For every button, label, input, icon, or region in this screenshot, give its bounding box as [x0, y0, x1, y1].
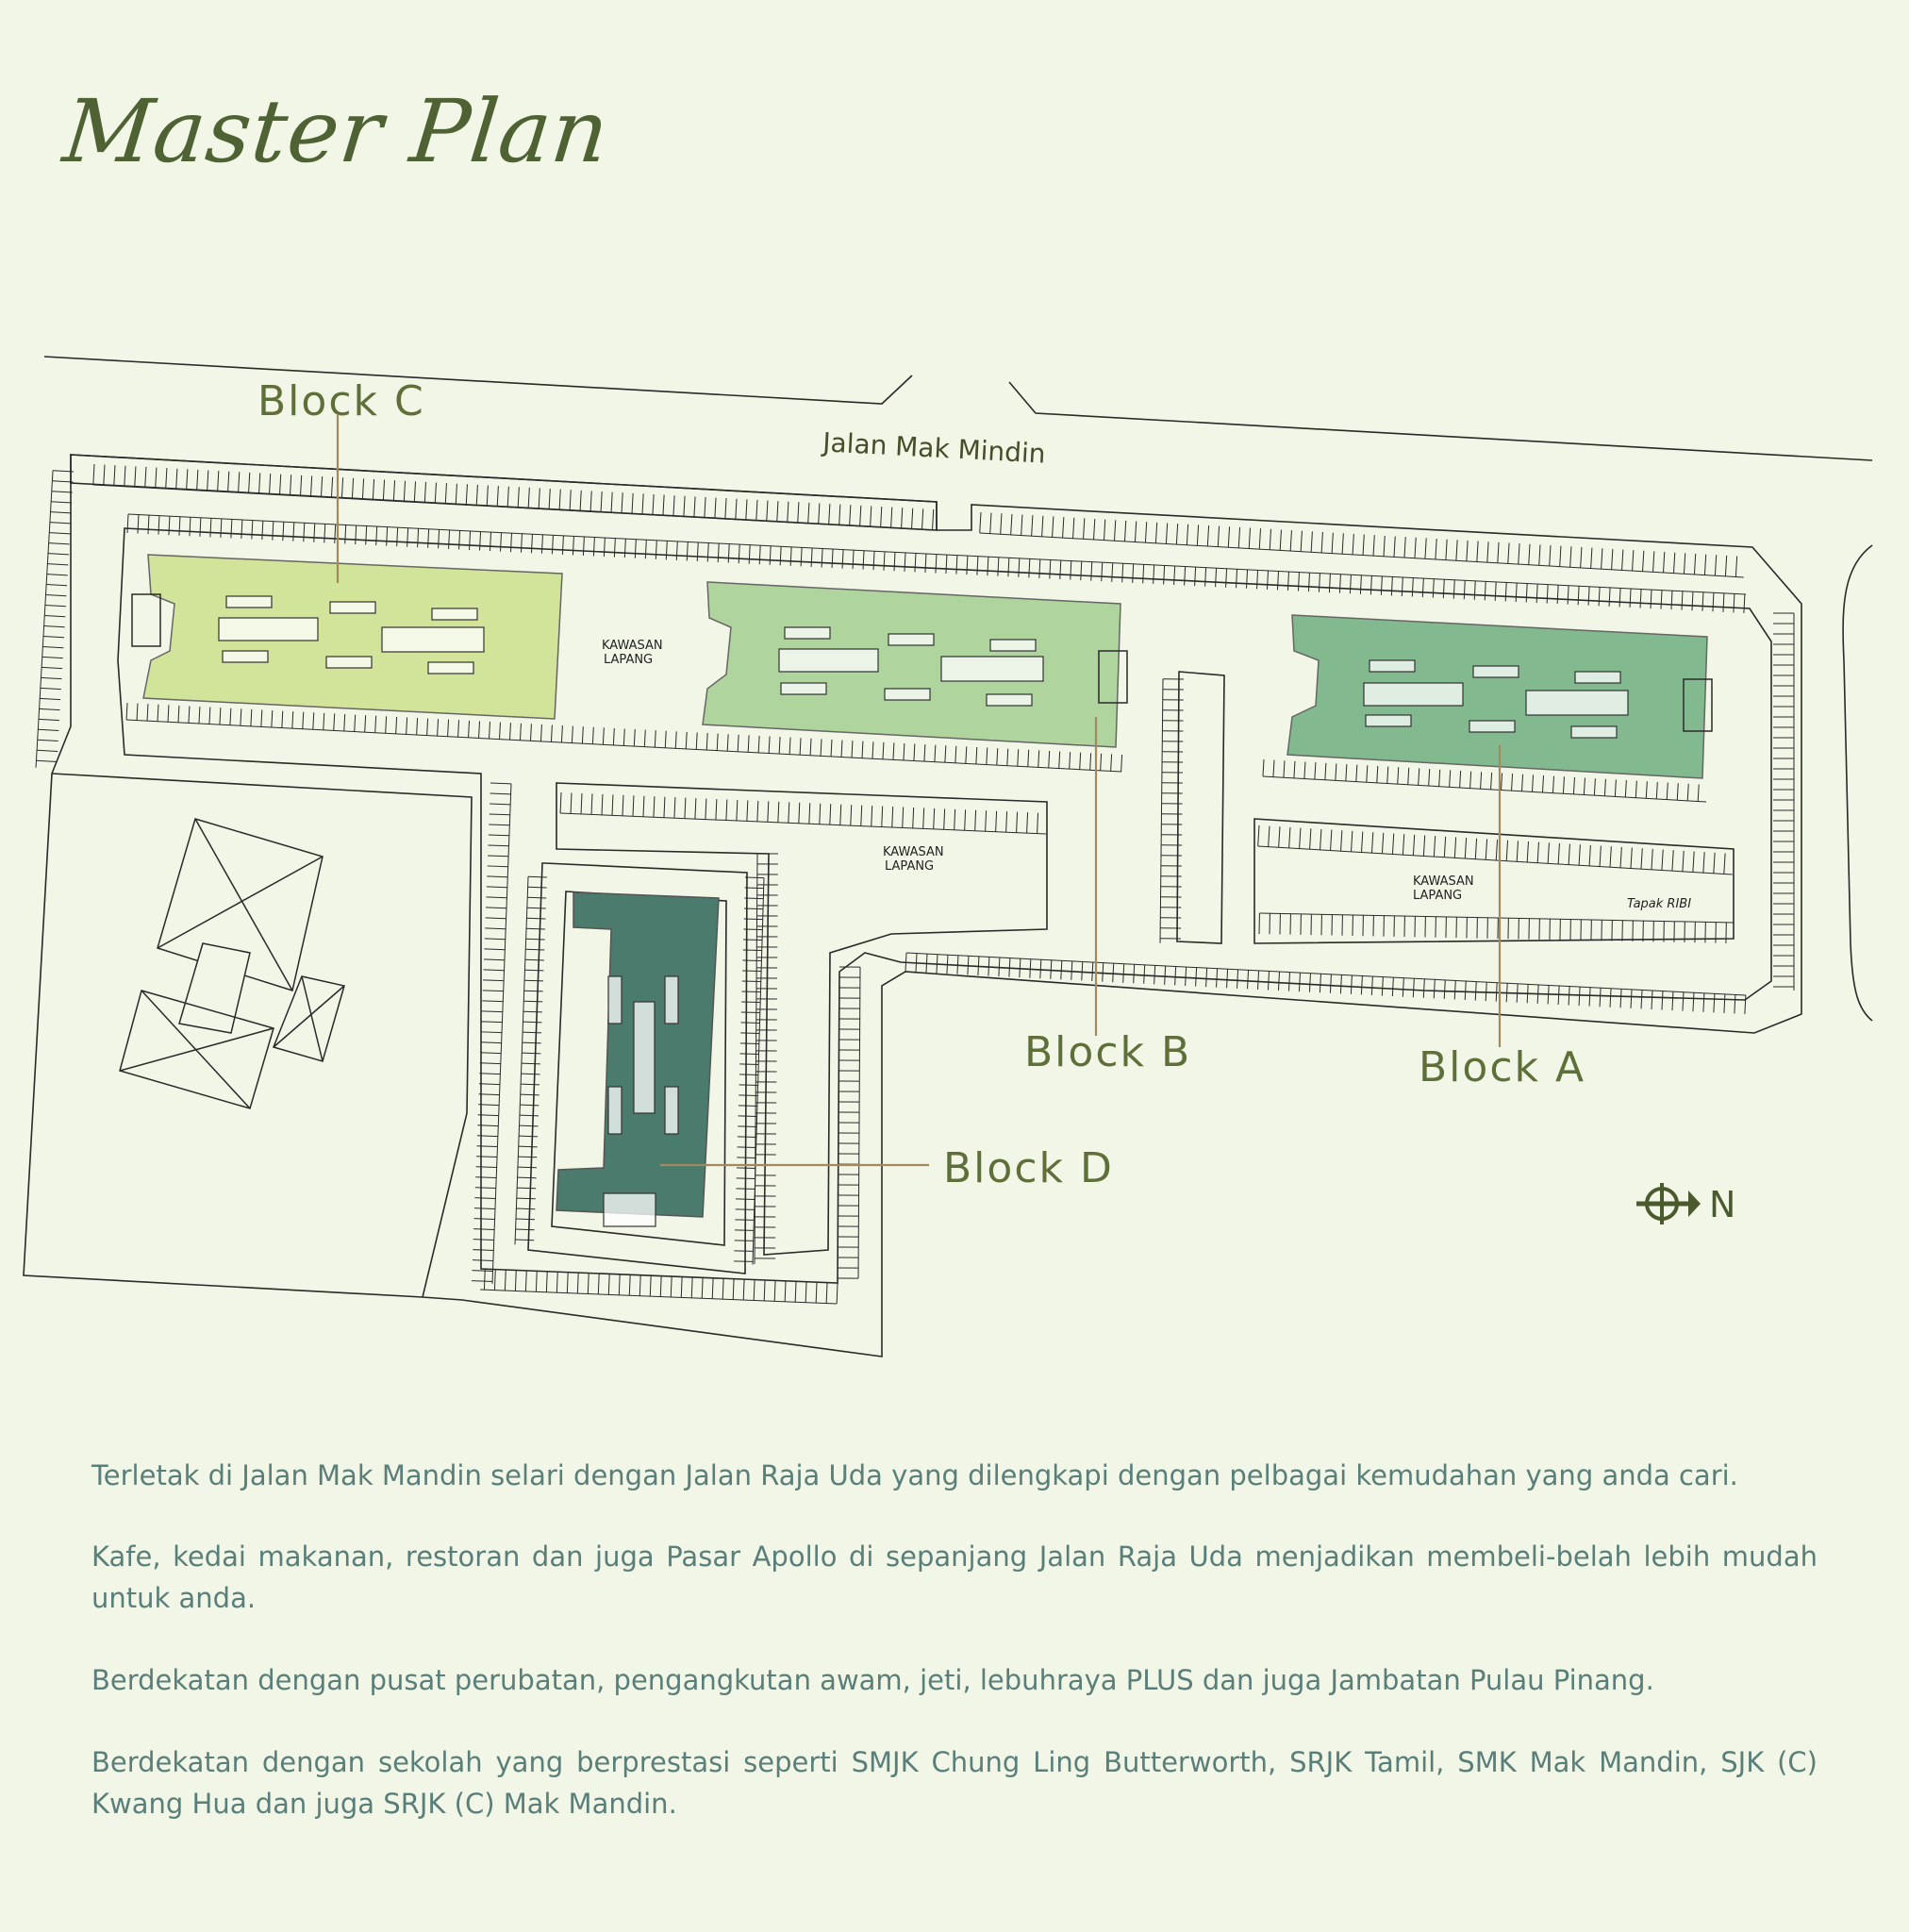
existing-buildings [119, 593, 1713, 1109]
area-label-lapang-1b: LAPANG [604, 653, 653, 667]
block-a-building [1286, 614, 1708, 779]
area-label-lapang-2a: KAWASAN [883, 845, 944, 859]
block-a-label: Block A [1419, 1043, 1585, 1091]
area-label-lapang-3b: LAPANG [1413, 889, 1462, 903]
inner-boundary [117, 527, 1772, 1284]
description-paragraph-2: Kafe, kedai makanan, restoran dan juga P… [91, 1541, 1818, 1614]
area-label-lapang-1a: KAWASAN [602, 639, 663, 653]
helipad-label: Tapak RIBI [1627, 897, 1691, 911]
central-lot [556, 782, 1048, 1256]
description-paragraph-3: Berdekatan dengan pusat perubatan, penga… [91, 1664, 1654, 1696]
site-boundary [23, 454, 1802, 1357]
block-d-label: Block D [943, 1144, 1114, 1192]
leader-lines [336, 415, 1502, 1167]
area-label-lapang-2b: LAPANG [885, 859, 934, 874]
compass-north-label: N [1709, 1184, 1735, 1225]
block-c-building [142, 554, 563, 720]
description-paragraph-1: Terletak di Jalan Mak Mandin selari deng… [91, 1459, 1738, 1491]
description-paragraph-4: Berdekatan dengan sekolah yang berpresta… [91, 1746, 1818, 1820]
block-b-building [702, 581, 1121, 748]
compass-north-icon [1636, 1183, 1701, 1224]
site-edge-right [1842, 544, 1873, 1022]
block-d-loop-outer [527, 862, 748, 1274]
right-lot [1253, 818, 1735, 944]
lower-left-divider [51, 773, 473, 1298]
road-edge-right [1008, 381, 1873, 461]
mid-strip-lot [1176, 671, 1225, 944]
road-edge-left [43, 356, 913, 405]
area-label-lapang-3a: KAWASAN [1413, 874, 1474, 889]
road-label: Jalan Mak Mindin [821, 426, 1047, 469]
block-b-label: Block B [1024, 1028, 1191, 1076]
block-c-label: Block C [257, 377, 425, 425]
top-lot-left [70, 454, 938, 531]
